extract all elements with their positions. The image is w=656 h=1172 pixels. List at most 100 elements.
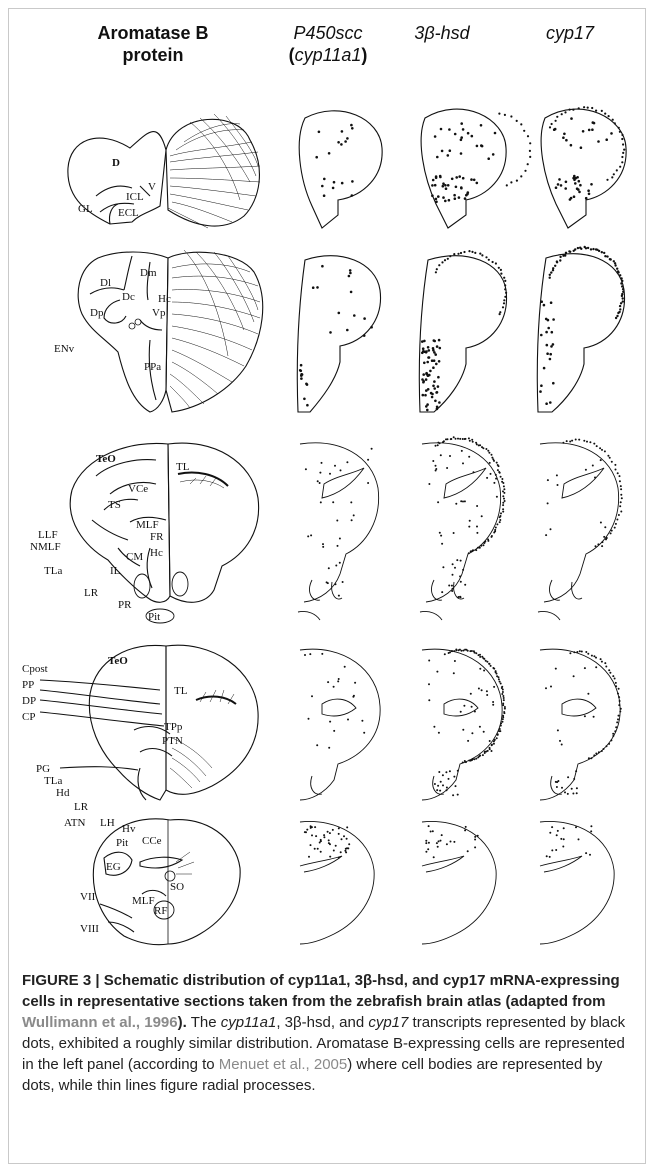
cell-dot [612,735,614,737]
cell-dot [468,250,470,252]
cell-dot [492,701,494,703]
cell-dot [498,113,500,115]
cell-dot [549,401,552,404]
cell-dot [456,559,458,561]
cell-dot [427,356,430,359]
cell-dot [612,119,614,121]
cell-dot [444,184,447,187]
label-TPp: TPp [164,721,183,733]
label-Cpost: Cpost [22,663,48,675]
label-PPa: PPa [144,361,161,373]
cell-dot [619,475,621,477]
cell-dot [439,532,441,534]
caption-ref-menuet[interactable]: Menuet et al., 2005 [219,1056,347,1073]
cell-dot [560,184,563,187]
cell-dot [435,465,437,467]
cell-dot [470,693,472,695]
cell-dot [329,331,332,334]
cell-dot [470,550,472,552]
cell-dot [340,851,342,853]
cell-dot [555,120,557,122]
cell-dot [620,282,622,284]
cell-dot [367,482,369,484]
cell-dot [464,500,466,502]
cell-dot [453,532,455,534]
cell-dot [597,543,599,545]
cell-dot [608,743,610,745]
cell-dot [477,756,479,758]
caption-ref-wullimann[interactable]: Wullimann et al., 1996 [22,1014,178,1031]
cell-dot [322,546,324,548]
cell-dot [510,181,512,183]
cell-dot [340,143,343,146]
cell-dot [471,251,473,253]
cell-dot [460,122,463,125]
cell-dot [328,839,330,841]
cell-dot [545,687,547,689]
cell-dot [610,132,613,135]
cell-dot [425,851,427,853]
cell-dot [441,834,443,836]
cell-dot [479,656,481,658]
cell-dot [491,744,493,746]
label-Dp: Dp [90,307,104,319]
cell-dot [428,699,430,701]
label-PP: PP [22,679,34,691]
cell-dot [500,273,502,275]
cell-dot [463,705,465,707]
cell-dot [545,331,548,334]
cell-dot [598,250,600,252]
cell-dot [621,280,623,282]
label-LH: LH [100,817,115,829]
cell-dot [593,443,595,445]
cell-dot [561,113,563,115]
cell-dot [335,583,337,585]
cell-dot [437,376,440,379]
cell-dot [455,176,458,179]
cell-dot [620,485,622,487]
cell-dot [468,760,470,762]
cell-dot [564,187,567,190]
cell-dot [576,651,578,653]
cell-dot [311,826,313,828]
cell-dot [495,262,497,264]
cell-dot [545,318,548,321]
cell-dot [498,676,500,678]
cell-dot [551,123,553,125]
cell-dot [557,183,560,186]
cell-dot [503,498,505,500]
cell-dot [346,838,348,840]
cell-dot [439,790,441,792]
cell-dot [455,503,457,505]
cell-dot [328,842,330,844]
cell-dot [336,520,338,522]
cell-dot [490,473,492,475]
cell-dot [612,675,614,677]
cell-dot [307,535,309,537]
cell-dot [491,536,493,538]
cell-dot [474,711,476,713]
cell-dot [442,566,444,568]
cell-dot [481,689,483,691]
cell-dot [485,660,487,662]
cell-dot [428,660,430,662]
cell-dot [346,137,349,140]
cell-dot [603,536,605,538]
cell-dot [449,651,451,653]
cell-dot [333,730,335,732]
cell-dot [321,265,324,268]
cell-dot [340,469,342,471]
cell-dot [440,535,442,537]
cell-dot [467,740,469,742]
cell-dot [474,836,476,838]
cell-dot [559,259,561,261]
cell-dot [432,830,434,832]
cell-dot [328,152,331,155]
cell-dot [564,111,566,113]
cell-dot [594,477,596,479]
cell-dot [432,385,435,388]
cell-dot [492,153,495,156]
cell-dot [613,260,615,262]
cell-dot [498,465,500,467]
cell-dot [446,789,448,791]
